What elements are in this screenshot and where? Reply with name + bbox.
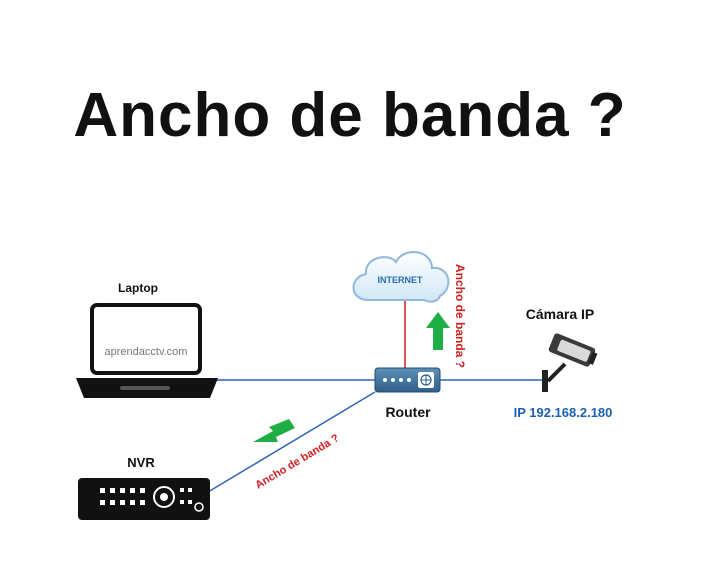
- laptop-screen-text: aprendacctv.com: [105, 346, 188, 358]
- link-router-nvr: [207, 391, 376, 493]
- internet-label: INTERNET: [378, 275, 424, 285]
- router-label: Router: [385, 404, 431, 420]
- laptop-label: Laptop: [118, 281, 158, 295]
- bandwidth-up-annotation: Ancho de banda ?: [453, 264, 467, 368]
- upload-arrow-icon: [426, 312, 450, 350]
- internet-cloud-icon: [352, 250, 450, 303]
- laptop-icon: [76, 303, 218, 398]
- nvr-label: NVR: [127, 455, 155, 470]
- nvr-icon: [78, 478, 210, 520]
- download-arrow-icon: [253, 419, 295, 442]
- ip-camera-icon: [542, 333, 598, 392]
- router-icon: [374, 367, 441, 393]
- page-title: Ancho de banda ?: [73, 81, 627, 150]
- camera-ip-label: IP 192.168.2.180: [514, 405, 613, 420]
- camera-label: Cámara IP: [526, 306, 594, 322]
